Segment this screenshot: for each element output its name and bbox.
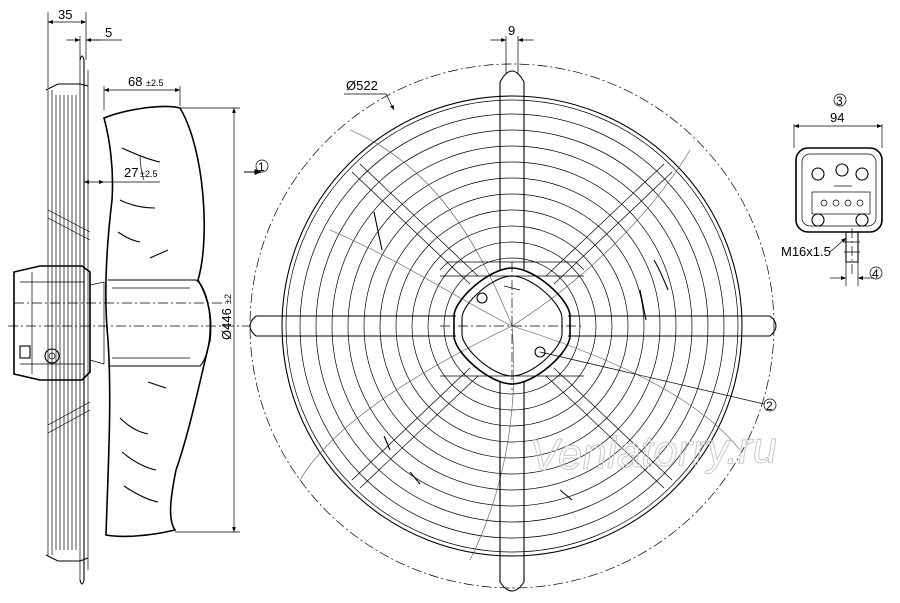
dim-blade-diameter: Ø446 ±2 bbox=[175, 107, 240, 533]
dim-guard-diameter-value: Ø522 bbox=[346, 78, 378, 93]
dim-blade-depth-tol: ±2.5 bbox=[146, 78, 163, 88]
callout-ground-number: 2 bbox=[766, 399, 773, 413]
dim-guard-offset-value: 5 bbox=[105, 25, 112, 40]
dim-guard-offset: 5 bbox=[66, 25, 122, 60]
watermark-text: Venlatorry.ru bbox=[529, 423, 778, 481]
dim-blade-depth: 68 ±2.5 bbox=[103, 74, 181, 110]
guard-grid bbox=[47, 90, 77, 555]
guard-hook-bottom bbox=[45, 554, 89, 562]
dim-blade-diameter-value: Ø446 bbox=[219, 308, 234, 340]
guard-hook-top bbox=[45, 83, 89, 91]
callout-ground: 2 bbox=[539, 351, 777, 413]
front-view: Ø522 9 2 Venlatorry.ru bbox=[249, 23, 778, 592]
guard-outline-circle bbox=[249, 63, 775, 589]
dim-overall-depth-value: 35 bbox=[58, 7, 72, 22]
support-rods bbox=[249, 70, 777, 592]
terminal-box: 3 94 M16x1.5 4 bbox=[781, 93, 883, 286]
dim-hub-offset: 27 ±2.5 bbox=[84, 165, 160, 184]
motor-hub bbox=[439, 261, 585, 390]
callout-gland-number: 4 bbox=[872, 267, 879, 281]
callout-box-number: 3 bbox=[836, 94, 843, 108]
dim-overall-depth: 35 bbox=[47, 7, 87, 88]
motor-body bbox=[13, 265, 105, 381]
callout-airflow-number: 1 bbox=[258, 160, 265, 174]
callout-airflow: 1 bbox=[244, 159, 269, 176]
side-view: 35 5 68 ±2.5 27 ±2.5 bbox=[8, 7, 269, 585]
dim-hub-offset-value: 27 bbox=[124, 165, 138, 180]
dim-blade-depth-value: 68 bbox=[128, 74, 142, 89]
blade-profile bbox=[103, 105, 212, 538]
cable-gland-label: M16x1.5 bbox=[781, 244, 831, 259]
dim-guard-diameter: Ø522 bbox=[344, 78, 395, 111]
dim-rod-width: 9 bbox=[490, 23, 534, 74]
dim-hub-offset-tol: ±2.5 bbox=[140, 169, 157, 179]
guard-slots bbox=[373, 211, 669, 501]
dim-blade-diameter-tol: ±2 bbox=[223, 294, 233, 304]
dim-box-width-value: 94 bbox=[830, 110, 844, 125]
dim-rod-width-value: 9 bbox=[508, 23, 515, 38]
blade-curves bbox=[299, 129, 741, 561]
